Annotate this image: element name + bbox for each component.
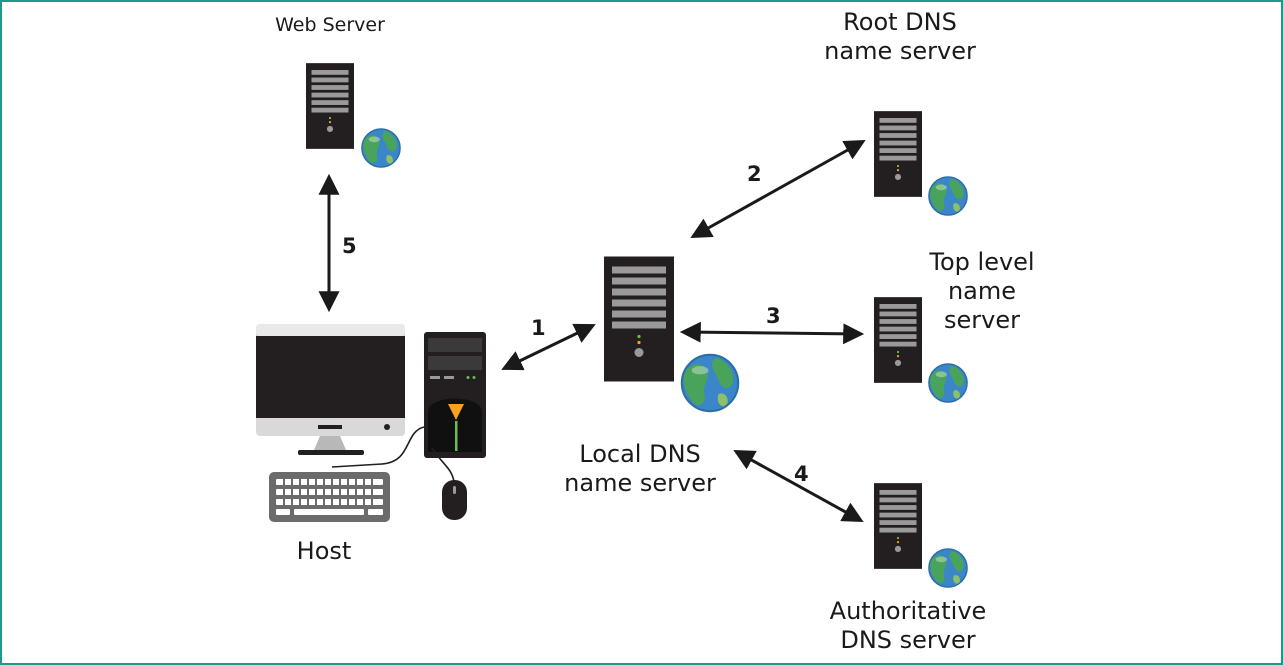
authoritative-label-line-2: DNS server — [840, 626, 976, 654]
root-dns-label-line-1: Root DNS — [843, 8, 957, 36]
local-dns-server-icon — [604, 256, 674, 382]
root-dns-label: Root DNS name server — [800, 8, 1000, 66]
arrow-step-1 — [501, 323, 596, 371]
top-level-label-line-3: server — [944, 306, 1020, 334]
arrow-step-4 — [733, 449, 864, 523]
desktop-monitor-icon — [256, 324, 405, 455]
root-dns-globe-icon — [929, 177, 967, 215]
keyboard-icon — [269, 472, 390, 522]
top-level-globe-icon — [929, 364, 967, 402]
web-server-icon — [306, 63, 354, 149]
root-dns-server-icon — [874, 111, 922, 197]
step-1-label: 1 — [531, 316, 546, 340]
step-4-label: 4 — [794, 462, 809, 486]
top-level-label-line-2: name — [947, 277, 1017, 305]
step-5-label: 5 — [342, 234, 357, 258]
authoritative-server-icon — [874, 483, 922, 569]
step-2-label: 2 — [747, 162, 762, 186]
pc-tower-icon — [424, 332, 486, 458]
top-level-label-line-1: Top level — [929, 248, 1035, 276]
authoritative-globe-icon — [929, 549, 967, 587]
arrow-step-3 — [679, 321, 865, 345]
arrow-step-2 — [690, 139, 866, 239]
root-dns-label-line-2: name server — [824, 37, 976, 65]
authoritative-label: Authoritative DNS server — [798, 597, 1018, 655]
local-dns-label-line-1: Local DNS — [579, 440, 701, 468]
host-label: Host — [296, 537, 352, 565]
web-server-globe-icon — [362, 129, 400, 167]
top-level-label: Top level name server — [907, 248, 1057, 335]
host-cables — [331, 426, 455, 483]
authoritative-label-line-1: Authoritative — [829, 597, 987, 625]
step-3-label: 3 — [766, 304, 781, 328]
local-dns-label: Local DNS name server — [540, 440, 740, 498]
local-dns-globe-icon — [682, 355, 738, 411]
local-dns-label-line-2: name server — [564, 469, 716, 497]
mouse-icon — [442, 480, 467, 520]
web-server-label: Web Server — [275, 14, 385, 36]
